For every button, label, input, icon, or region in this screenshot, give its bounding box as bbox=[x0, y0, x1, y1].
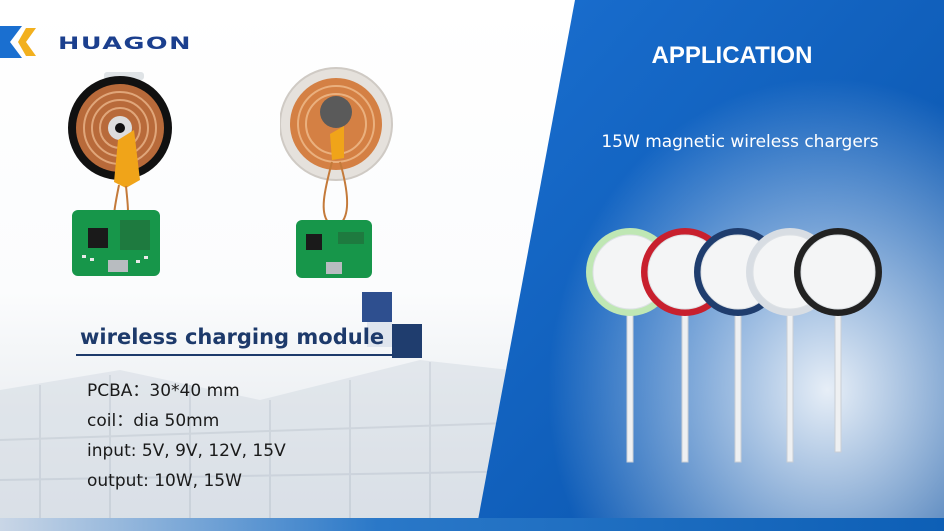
application-subtitle: 15W magnetic wireless chargers bbox=[601, 132, 879, 152]
brand-logo: HUAGON bbox=[58, 34, 192, 54]
charger-cable bbox=[834, 311, 842, 453]
magnetic-chargers-image bbox=[586, 228, 882, 463]
logo-chevron-icon bbox=[0, 26, 36, 58]
charger-puck bbox=[794, 228, 882, 316]
charger-cable bbox=[734, 311, 742, 463]
charger-cable bbox=[626, 311, 634, 463]
decor-square-bottom bbox=[392, 324, 422, 358]
module-title: wireless charging module bbox=[80, 325, 385, 349]
charger-cable bbox=[681, 311, 689, 463]
spec-input: input: 5V, 9V, 12V, 15V bbox=[87, 441, 286, 461]
coil-module-silver-image bbox=[280, 67, 393, 278]
spec-coil: coil：dia 50mm bbox=[87, 411, 220, 431]
module-title-underline bbox=[76, 354, 394, 356]
decor-square-light bbox=[367, 322, 392, 347]
spec-pcba: PCBA：30*40 mm bbox=[87, 381, 240, 401]
spec-output: output: 10W, 15W bbox=[87, 471, 242, 491]
charger-cable bbox=[786, 311, 794, 463]
decor-square-top bbox=[362, 292, 392, 322]
spec-list: PCBA：30*40 mm coil：dia 50mm input: 5V, 9… bbox=[87, 376, 286, 496]
module-label-box: wireless charging module bbox=[70, 318, 394, 358]
coil-module-black-image bbox=[68, 72, 172, 276]
bottom-accent-bar bbox=[0, 518, 944, 531]
application-title: APPLICATION bbox=[651, 42, 813, 69]
